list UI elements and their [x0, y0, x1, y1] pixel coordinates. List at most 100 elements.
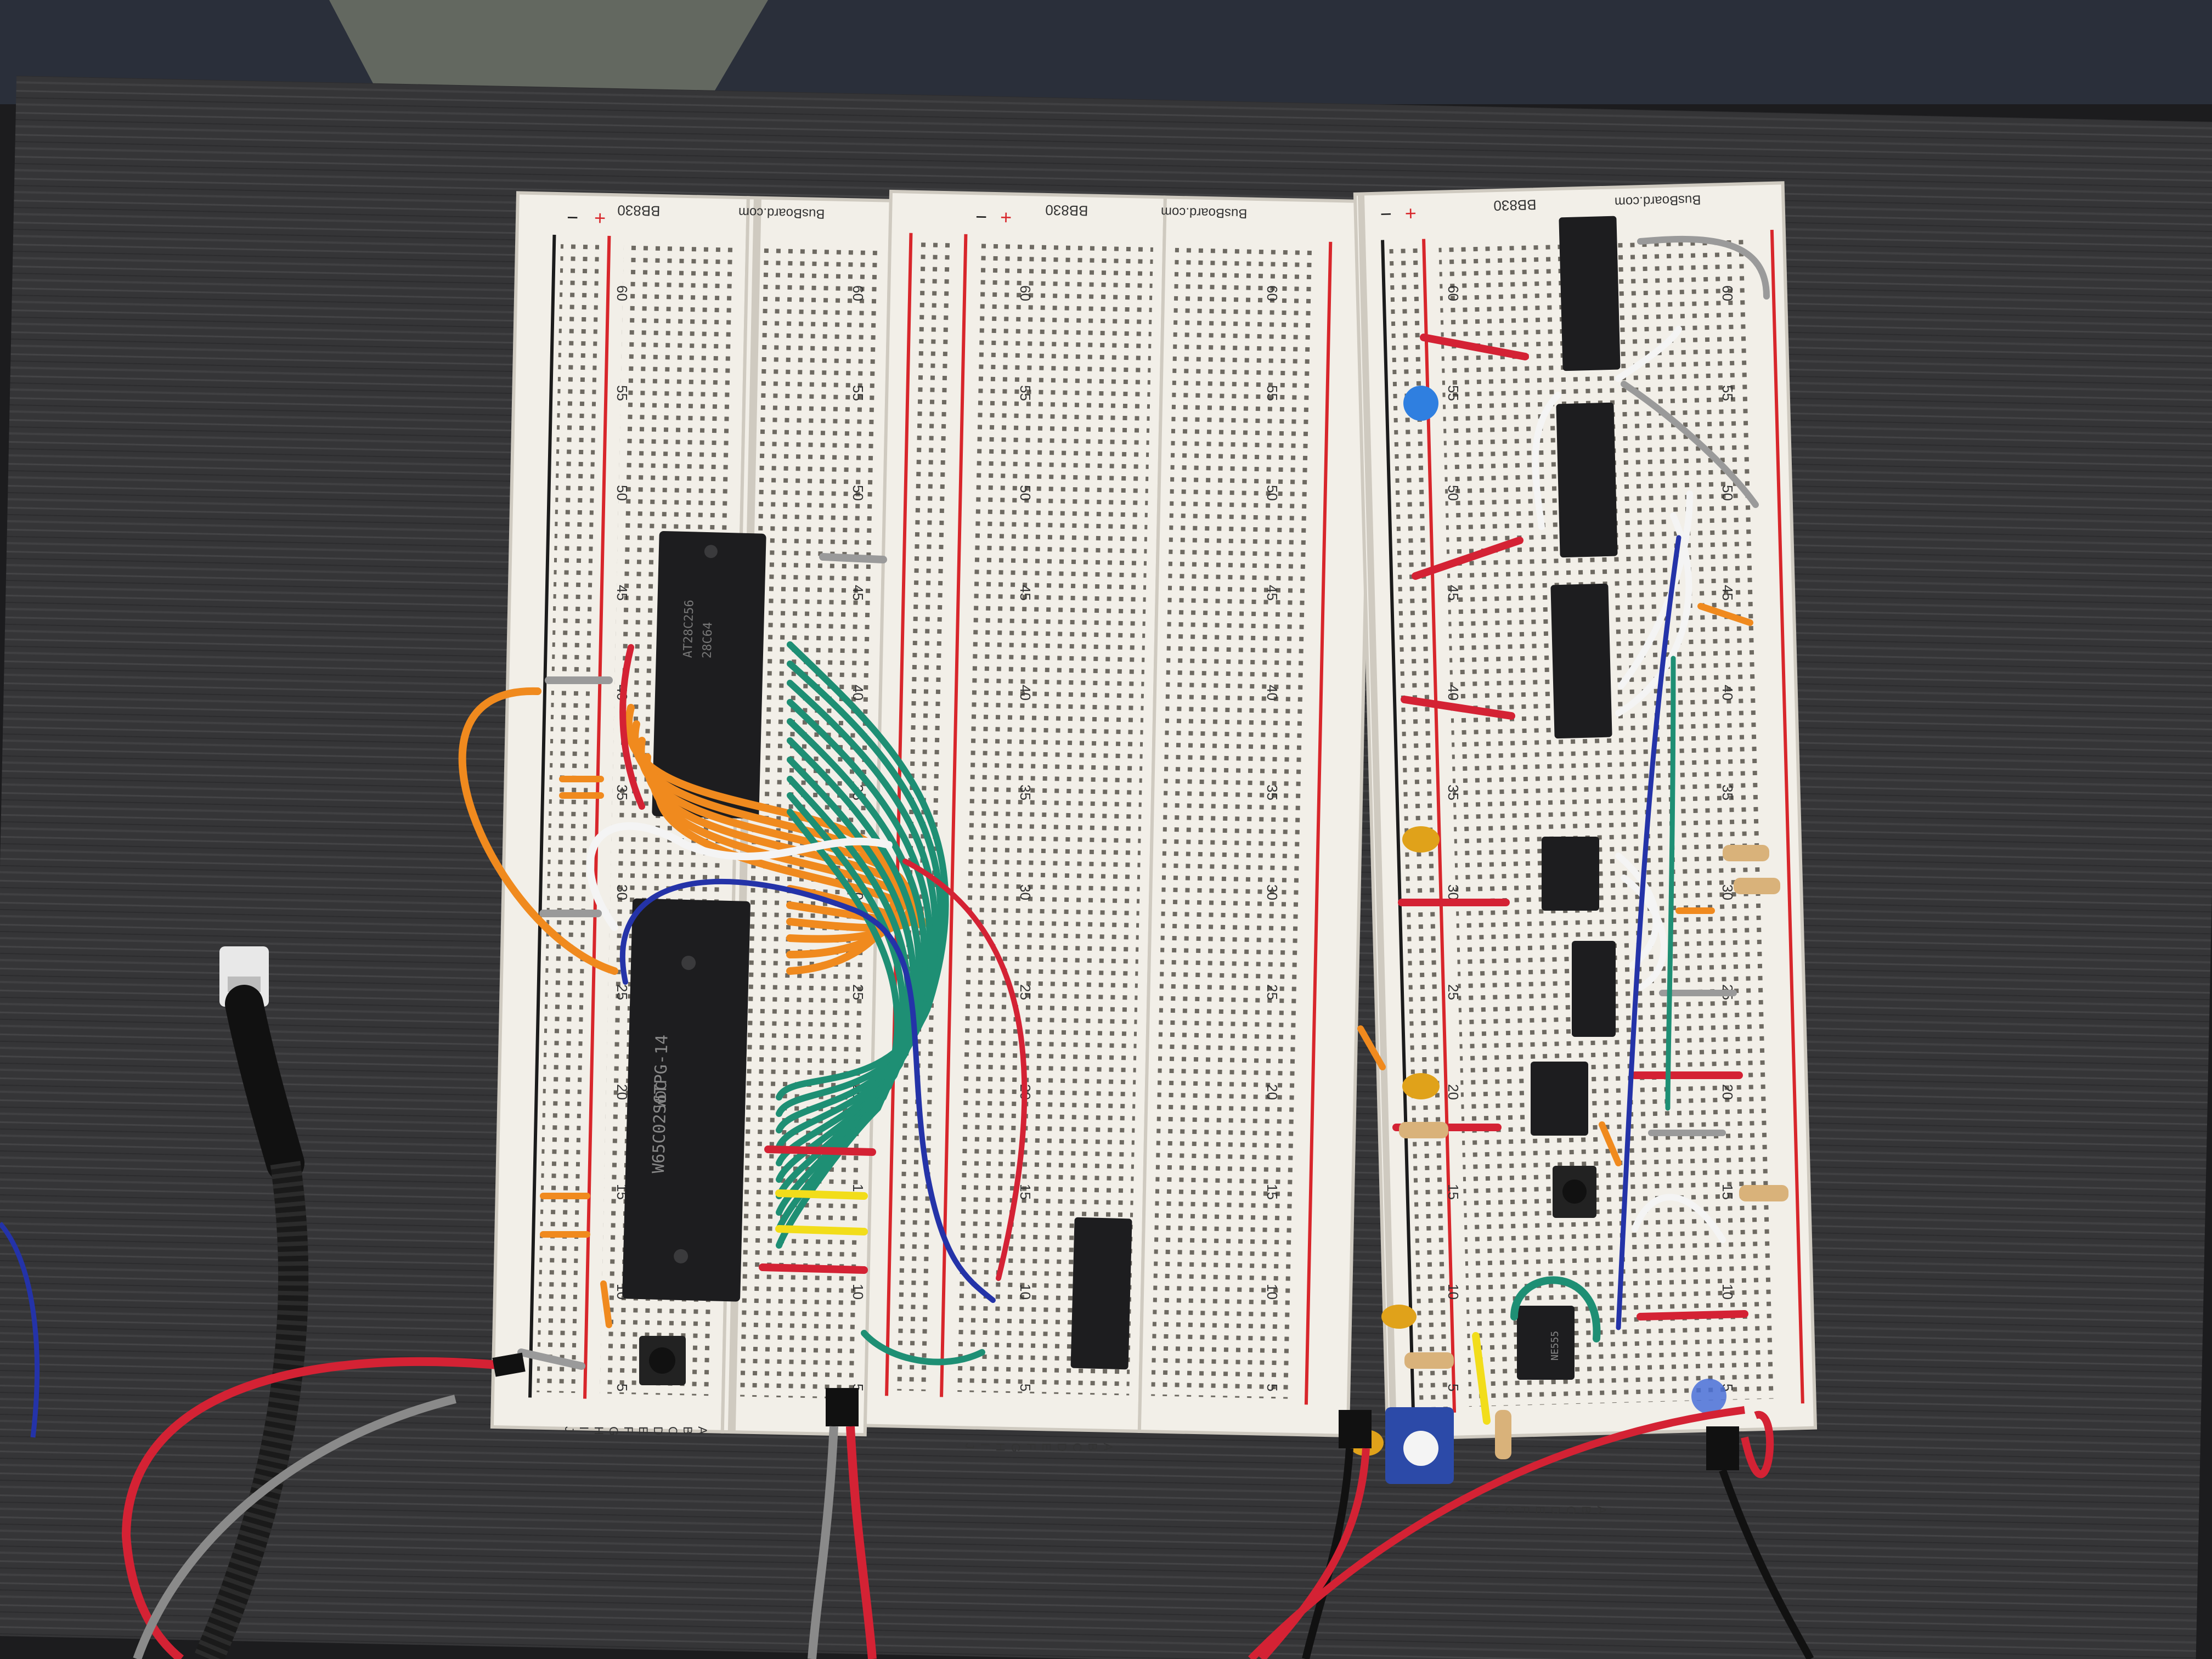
board-1-model: BB830 [617, 202, 661, 219]
row-number-labels: 6055504540353025201510560555045403530252… [614, 285, 1736, 1391]
board-3-column-letter: G [1503, 1506, 1516, 1515]
board-3-row-label: 30 [1445, 884, 1462, 900]
board-2-model: BB830 [1045, 202, 1088, 219]
board-3-column-letter: F [1518, 1506, 1532, 1513]
board-3-column-letter: J [1457, 1506, 1470, 1512]
header-connector-right [1259, 1410, 1372, 1659]
board-1-column-letter: C [666, 1426, 680, 1435]
gray-power-cable [133, 1395, 456, 1659]
board-1-column-letter: F [622, 1426, 635, 1434]
board-1-row-label: 40 [850, 685, 866, 701]
board-2-row-label: 35 [1264, 785, 1280, 800]
board-3-row-label: 50 [1719, 485, 1736, 501]
board-2-row-label: 25 [1264, 984, 1280, 1000]
board-3-row-label: 15 [1719, 1184, 1736, 1200]
board-2-column-letter: D [1055, 1443, 1069, 1452]
board-3-column-letter: B [1579, 1506, 1593, 1514]
board-1-row-label: 25 [850, 984, 866, 1000]
board-3-row-label: 25 [1445, 984, 1462, 1000]
connector-bottom-right [1248, 1406, 1814, 1659]
board-1-row-label: 35 [614, 785, 630, 800]
potentiometer [1385, 1407, 1454, 1484]
board-3-row-label: 35 [1719, 785, 1736, 800]
board-2-row-label: 40 [1264, 685, 1280, 701]
board-3-column-letter: E [1533, 1506, 1547, 1514]
board-1-row-label: 50 [850, 485, 866, 501]
board-2-column-letter: E [1040, 1443, 1053, 1451]
teal-wire-bundle [776, 641, 949, 1249]
board-2-row-label: 45 [1264, 585, 1280, 601]
board-1-column-letter: B [681, 1426, 695, 1435]
board-2-row-label: 45 [1017, 585, 1034, 601]
board-2-row-label: 60 [1264, 285, 1280, 301]
board-3-rail-minus: − [1380, 202, 1392, 225]
board-1-row-label: 60 [614, 285, 630, 301]
board-1-column-letter: D [651, 1426, 665, 1435]
board-1-row-label: 10 [850, 1284, 866, 1300]
board-1-row-label: 30 [614, 884, 630, 900]
board-2-rail-plus: + [1000, 206, 1012, 228]
board-2-row-label: 55 [1264, 385, 1280, 401]
board-1-column-letter: I [577, 1426, 591, 1430]
jumper-gray-left [517, 553, 887, 1370]
board-1-brand: BusBoard.com [738, 205, 825, 221]
board-2-row-label: 5 [1017, 1384, 1034, 1391]
blue-led-bottom [1691, 1379, 1726, 1414]
eeprom-label-1: AT28C256 [681, 600, 697, 658]
board-3-row-label: 40 [1719, 685, 1736, 701]
board-1-column-letter: G [607, 1426, 620, 1436]
board-1-row-label: 25 [614, 984, 630, 1000]
board-2-row-label: 15 [1264, 1184, 1280, 1200]
board-2-row-label: 40 [1017, 685, 1034, 701]
resistor-group [1399, 845, 1788, 1459]
board-2-column-letter: F [1024, 1443, 1038, 1450]
slide-switch [1572, 941, 1616, 1037]
board-2-row-label: 60 [1017, 285, 1034, 301]
board-3-row-label: 50 [1445, 485, 1462, 501]
board-3-row-label: 45 [1445, 585, 1462, 601]
board-2-brand: BusBoard.com [1161, 204, 1248, 221]
board-1-row-label: 50 [614, 485, 630, 501]
board-3-row-label: 10 [1445, 1284, 1462, 1300]
board-3-row-label: 40 [1445, 685, 1462, 701]
header-connector-left [808, 1388, 877, 1659]
board3-blue-green-wires [1510, 535, 1681, 1342]
red-wire-long [902, 859, 1028, 1281]
green-wire-bottom [861, 1330, 985, 1365]
red-wire-top [619, 644, 645, 810]
board-3-rail-plus: + [1404, 202, 1417, 225]
board-3-model: BB830 [1493, 196, 1537, 214]
push-button-board3 [1553, 1166, 1596, 1218]
jumper-row-red-yellow [759, 1146, 876, 1274]
logic-chip-5 [1531, 1062, 1588, 1136]
board-2-row-label: 30 [1017, 884, 1034, 900]
cpu-label-1: W65C02S6TPG-14 [649, 1035, 672, 1174]
board-1-row-label: 5 [614, 1384, 630, 1391]
board-2-column-letter: A [1101, 1443, 1115, 1451]
black-plug-left [492, 1352, 526, 1377]
blue-led-top [1403, 386, 1438, 421]
lightning-cable [194, 946, 309, 1659]
logic-chip-3 [1550, 583, 1612, 739]
board-2-row-label: 10 [1264, 1284, 1280, 1300]
board-3-row-label: 55 [1719, 385, 1736, 401]
board-2-column-letter: C [1070, 1443, 1084, 1452]
board-1-row-label: 60 [850, 285, 866, 301]
push-button-board1 [639, 1336, 686, 1385]
board-3-row-label: 60 [1445, 285, 1462, 301]
board-2-column-letter: H [994, 1443, 1007, 1452]
board3-orange-jumpers [1357, 603, 1753, 1166]
board-3-row-label: 30 [1719, 884, 1736, 900]
yellow-wire-board3 [1472, 1332, 1491, 1425]
board-3-row-label: 20 [1719, 1084, 1736, 1100]
white-wire-cpu [586, 822, 893, 931]
board3-red-jumpers [1392, 334, 1748, 1321]
board-3-row-label: 15 [1445, 1184, 1462, 1200]
board3-white-gray-wires [1532, 235, 1770, 1243]
board-1-column-letter: H [592, 1426, 606, 1435]
board-1-row-label: 55 [850, 385, 866, 401]
board-3-row-label: 5 [1445, 1384, 1462, 1391]
breadboard-2: BB830 BusBoard.com + − [863, 189, 1375, 1437]
blue-wire-edge [0, 1222, 40, 1438]
